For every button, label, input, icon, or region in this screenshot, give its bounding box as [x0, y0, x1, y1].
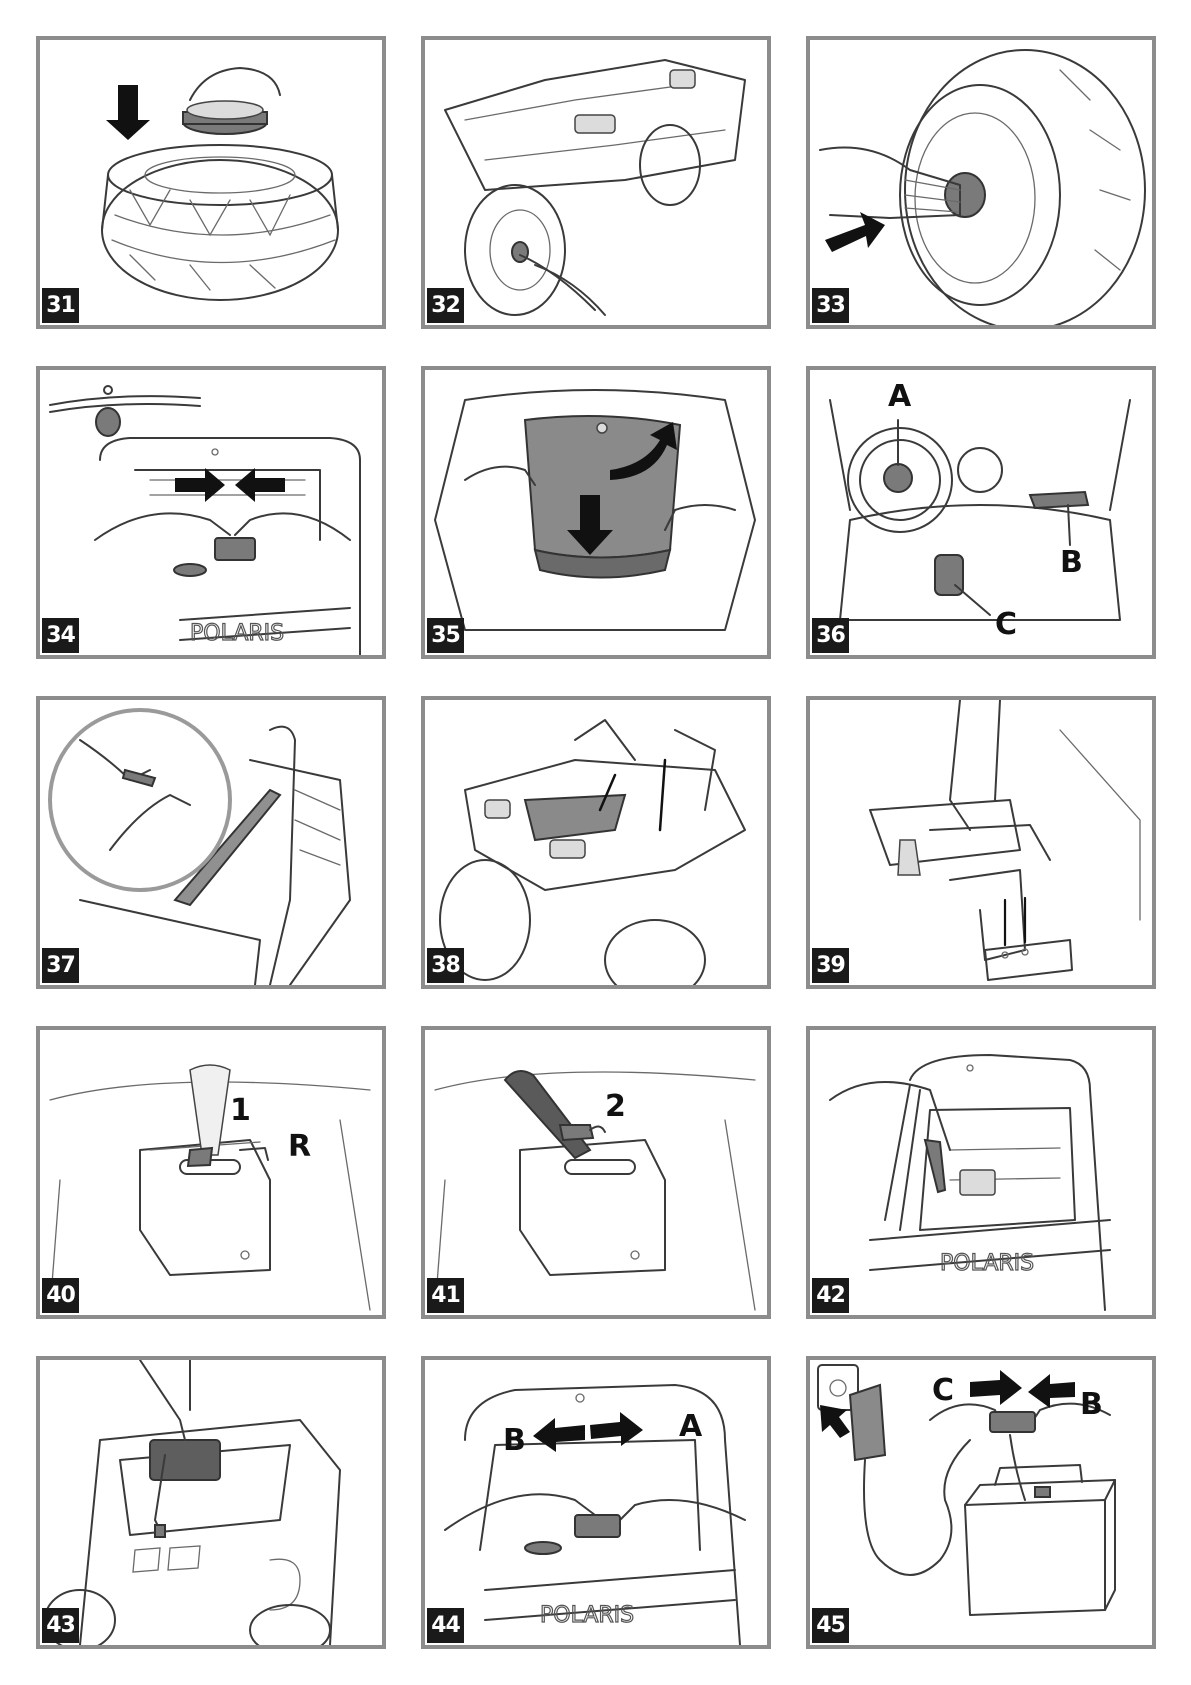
step-number: 37	[42, 948, 79, 983]
seat-install-illustration	[425, 700, 767, 985]
step-number: 42	[812, 1278, 849, 1313]
step-33-panel: 33	[806, 36, 1156, 329]
label-b: B	[1060, 548, 1083, 578]
gear-shift-mount-illustration	[810, 700, 1152, 985]
step-34-panel: POLARIS 34	[36, 366, 386, 659]
label-b: B	[1080, 1390, 1103, 1420]
step-number: 39	[812, 948, 849, 983]
polaris-logo: POLARIS	[190, 621, 284, 646]
right-arrow-icon	[970, 1370, 1022, 1405]
polaris-logo: POLARIS	[940, 1251, 1034, 1276]
wheel-hubcap-press-illustration	[810, 40, 1152, 325]
step-36-panel: A B C 36	[806, 366, 1156, 659]
label-r: R	[288, 1132, 311, 1162]
cover-close-illustration	[425, 370, 767, 655]
step-41-panel: 2 41	[421, 1026, 771, 1319]
battery-insert-illustration	[40, 1360, 382, 1645]
left-arrow-icon	[235, 468, 285, 502]
step-number: 33	[812, 288, 849, 323]
label-a: A	[679, 1412, 702, 1442]
step-number: 38	[427, 948, 464, 983]
step-44-panel: POLARIS B A 44	[421, 1356, 771, 1649]
step-31-panel: 31	[36, 36, 386, 329]
step-37-panel: 37	[36, 696, 386, 989]
step-number: 32	[427, 288, 464, 323]
gear-lever-forward-illustration	[40, 1030, 382, 1315]
tire-hubcap-illustration	[40, 40, 382, 325]
step-number: 40	[42, 1278, 79, 1313]
step-45-panel: C B 45	[806, 1356, 1156, 1649]
step-number: 34	[42, 618, 79, 653]
step-43-panel: 43	[36, 1356, 386, 1649]
down-arrow-icon	[106, 85, 150, 140]
step-number: 43	[42, 1608, 79, 1643]
label-2: 2	[605, 1092, 626, 1122]
label-b: B	[503, 1426, 526, 1456]
label-c: C	[995, 610, 1017, 640]
step-number: 44	[427, 1608, 464, 1643]
label-a: A	[888, 382, 911, 412]
step-35-panel: 35	[421, 366, 771, 659]
label-1: 1	[230, 1096, 251, 1126]
up-arrow-icon	[820, 1405, 850, 1438]
left-arrow-icon	[533, 1418, 585, 1452]
controls-dashboard-illustration	[810, 370, 1152, 655]
vehicle-wheel-mount-illustration	[425, 40, 767, 325]
step-39-panel: 39	[806, 696, 1156, 989]
battery-connector-illustration: POLARIS	[40, 370, 382, 655]
polaris-logo: POLARIS	[540, 1603, 634, 1628]
right-arrow-icon	[175, 468, 225, 502]
step-number: 36	[812, 618, 849, 653]
step-32-panel: 32	[421, 36, 771, 329]
step-number: 45	[812, 1608, 849, 1643]
gear-lever-high-illustration	[425, 1030, 767, 1315]
fuse-screwdriver-illustration: POLARIS	[810, 1030, 1152, 1315]
step-42-panel: POLARIS 42	[806, 1026, 1156, 1319]
step-number: 35	[427, 618, 464, 653]
connector-disconnect-illustration: POLARIS	[425, 1360, 767, 1645]
step-number: 41	[427, 1278, 464, 1313]
step-number: 31	[42, 288, 79, 323]
step-38-panel: 38	[421, 696, 771, 989]
seat-belt-illustration	[40, 700, 382, 985]
step-40-panel: 1 R 40	[36, 1026, 386, 1319]
label-c: C	[932, 1376, 954, 1406]
